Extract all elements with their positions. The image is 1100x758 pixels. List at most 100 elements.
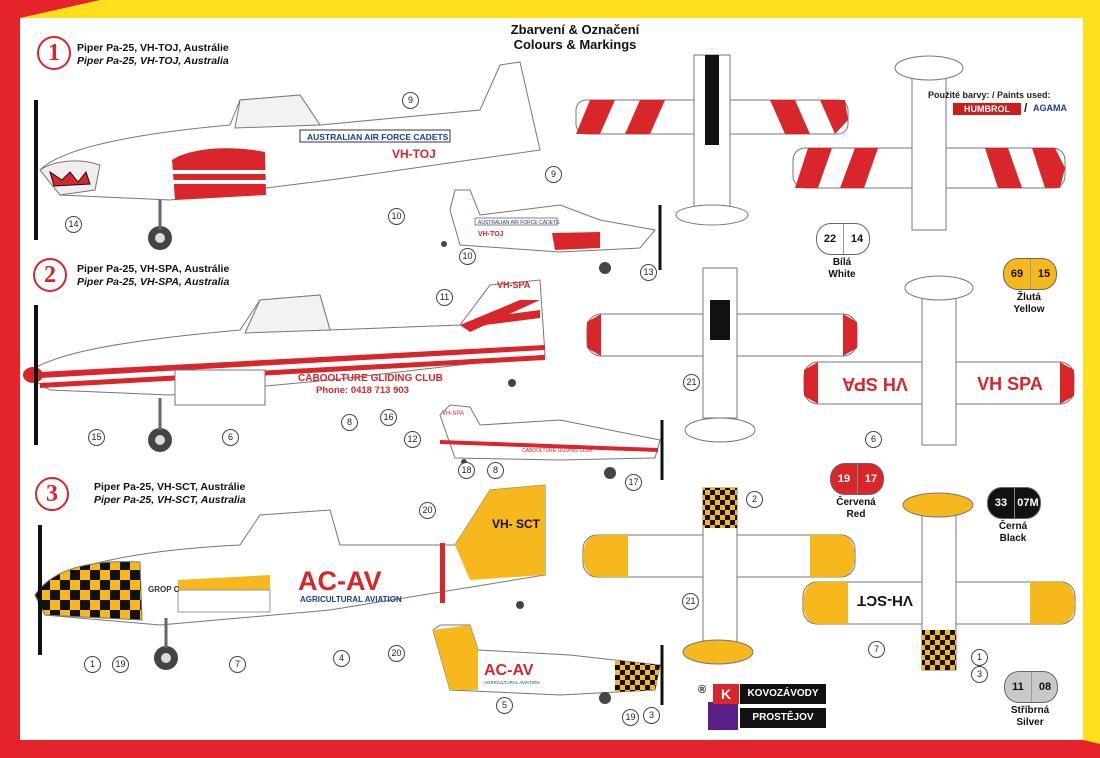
s2-small-callout-17: 17	[625, 474, 642, 491]
scheme-3-side-view	[34, 484, 546, 670]
logo-emblem	[708, 702, 738, 730]
scheme-3-bottom-view	[802, 492, 1076, 671]
scheme-3-title: Piper Pa-25, VH-SCT, Austrálie Piper Pa-…	[94, 481, 246, 507]
scheme-1-side-view-small	[441, 189, 662, 274]
paint-humbrol-code: 11	[1012, 681, 1024, 693]
paint-agama-code: 15	[1030, 259, 1056, 289]
paint-agama-code: 14	[843, 224, 869, 254]
paint-name-yellow: Žlutá Yellow	[989, 292, 1069, 316]
s3-small-callout-3: 3	[643, 707, 660, 724]
s3-bottom-callout-3: 3	[971, 666, 988, 683]
s1-callout-9: 9	[402, 92, 419, 109]
paint-chip-white: 22 14	[816, 223, 870, 255]
s2-wing-registration-right: VH SPA	[977, 374, 1043, 394]
s2-small-callout-18: 18	[458, 462, 475, 479]
scheme-3-top-view	[582, 487, 856, 665]
paint-name-en: White	[828, 269, 856, 280]
s3-small-callout-19: 19	[622, 709, 639, 726]
scheme-1-title-cz: Piper Pa-25, VH-TOJ, Austrálie	[77, 42, 229, 54]
logo-k: K	[713, 684, 739, 704]
s1-small-callout-13: 13	[640, 264, 657, 281]
scheme-2-side-view	[23, 279, 546, 452]
s1-registration: VH-TOJ	[392, 147, 436, 161]
paint-humbrol-code: 69	[1010, 268, 1024, 280]
paint-name-black: Černá Black	[973, 521, 1053, 545]
s1-callout-10: 10	[388, 208, 405, 225]
paint-chip-yellow: 69 15	[1003, 258, 1057, 290]
humbrol-logo: HUMBROL	[953, 103, 1021, 115]
scheme-1-badge: 1	[37, 36, 71, 70]
s3-small-callout-5: 5	[496, 697, 513, 714]
paint-name-red: Červená Red	[816, 497, 896, 521]
s2-top-callout-21: 21	[683, 374, 700, 391]
s2-bottom-callout-6: 6	[865, 431, 882, 448]
s2-club-text: CABOOLTURE GLIDING CLUB	[298, 373, 443, 384]
paint-name-en: Yellow	[1013, 304, 1045, 315]
s3-small-ag-aviation: AGRICULTURAL AVIATION	[484, 680, 540, 685]
s1-small-callout-9: 9	[545, 166, 562, 183]
scheme-3-badge: 3	[35, 477, 69, 511]
s3-callout-1: 1	[84, 656, 101, 673]
title-cz: Zbarvení & Označení	[510, 22, 640, 37]
paint-agama-code: 07M	[1014, 488, 1040, 518]
paint-chip-silver: 11 08	[1004, 671, 1058, 703]
s3-callout-7: 7	[229, 656, 246, 673]
paint-name-en: Red	[846, 509, 866, 520]
s3-small-callout-20: 20	[388, 645, 405, 662]
s1-small-cadets-text: AUSTRALIAN AIR FORCE CADETS	[478, 220, 560, 226]
paint-name-cz: Stříbrná	[1010, 705, 1050, 716]
agama-logo: AGAMA	[1033, 103, 1067, 113]
s1-callout-14: 14	[65, 216, 82, 233]
scheme-1-side-view	[34, 61, 541, 250]
s3-bottom-callout-1: 1	[971, 649, 988, 666]
scheme-2-title-cz: Piper Pa-25, VH-SPA, Austrálie	[77, 263, 230, 275]
paint-name-cz: Červená	[836, 497, 876, 508]
s2-fin-registration: VH-SPA	[497, 280, 531, 290]
s3-small-acav: AC-AV	[484, 662, 534, 679]
scheme-2-bottom-view	[803, 275, 1075, 446]
s3-ag-aviation: AGRICULTURAL AVIATION	[300, 595, 402, 604]
scheme-3-title-en: Piper Pa-25, VH-SCT, Australia	[94, 494, 246, 506]
paint-name-silver: Stříbrná Silver	[990, 705, 1070, 729]
s3-wing-registration: VH-SCT	[857, 592, 913, 609]
paints-used-label: Použité barvy: / Paints used:	[928, 90, 1051, 100]
scheme-2-title-en: Piper Pa-25, VH-SPA, Australia	[77, 276, 230, 288]
paint-humbrol-code: 19	[837, 473, 851, 485]
paint-humbrol-code: 22	[823, 233, 837, 245]
s2-small-club-text: CABOOLTURE GLIDING CLUB	[522, 448, 593, 454]
page-title: Zbarvení & Označení Colours & Markings	[455, 22, 695, 52]
paint-chip-red: 19 17	[830, 463, 884, 495]
paint-agama-code: 17	[857, 464, 883, 494]
s2-callout-6: 6	[222, 429, 239, 446]
paint-name-en: Black	[999, 533, 1027, 544]
s3-callout-20: 20	[419, 502, 436, 519]
logo-text-bottom: PROSTĚJOV	[740, 708, 826, 728]
s2-wing-registration-left: VH SPA	[842, 374, 908, 394]
scheme-3-title-cz: Piper Pa-25, VH-SCT, Austrálie	[94, 481, 246, 493]
scheme-2-side-view-small	[439, 404, 664, 480]
s3-acav-big: AC-AV	[298, 566, 382, 596]
title-en: Colours & Markings	[513, 37, 637, 52]
paint-humbrol-code: 33	[994, 497, 1008, 509]
s2-small-callout-8: 8	[487, 462, 504, 479]
paint-name-cz: Černá	[998, 521, 1028, 532]
s1-small-callout-10: 10	[459, 248, 476, 265]
s1-small-registration: VH-TOJ	[478, 231, 504, 238]
scheme-2-top-view	[586, 267, 858, 443]
s2-callout-8: 8	[341, 414, 358, 431]
s3-callout-4: 4	[333, 650, 350, 667]
logo-text-top: KOVOZÁVODY	[740, 684, 826, 704]
s2-callout-11: 11	[436, 289, 453, 306]
paint-name-white: Bílá White	[802, 257, 882, 281]
registered-mark: ®	[698, 684, 707, 696]
paint-chip-black: 33 07M	[987, 487, 1041, 519]
s1-cadets-text: AUSTRALIAN AIR FORCE CADETS	[307, 132, 449, 142]
s2-callout-16: 16	[380, 409, 397, 426]
scheme-1-bottom-view	[792, 55, 1066, 231]
s3-fin-registration: VH- SCT	[492, 517, 541, 531]
s3-bottom-callout-7: 7	[868, 641, 885, 658]
paint-agama-code: 08	[1031, 672, 1057, 702]
s3-grop-text: GROP C	[148, 585, 180, 594]
